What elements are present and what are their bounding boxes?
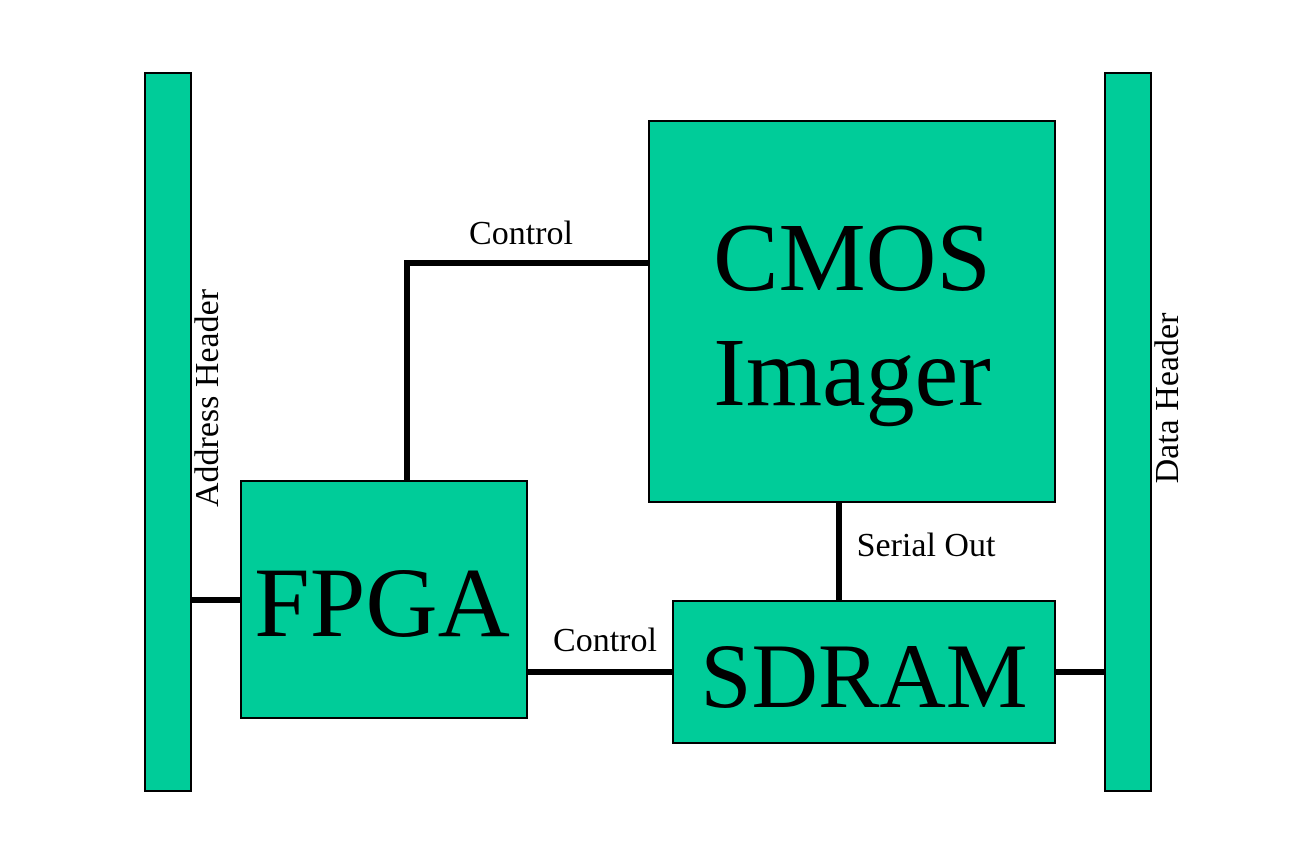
- serial-out-label: Serial Out: [857, 527, 996, 564]
- sdram-label: SDRAM: [700, 625, 1027, 727]
- fpga-label: FPGA: [254, 547, 510, 658]
- control-label-cmos: Control: [469, 215, 573, 252]
- address-header-label: Address Header: [189, 288, 226, 507]
- control-label-sdram: Control: [553, 622, 657, 659]
- imager-label: Imager: [713, 319, 991, 427]
- wire-fpga-cmos-control: [404, 260, 649, 481]
- address-header-block: [144, 72, 192, 792]
- fpga-block: [240, 480, 528, 719]
- cmos-label: CMOS: [713, 204, 991, 312]
- cmos-imager-block: [648, 120, 1056, 503]
- data-header-label: Data Header: [1149, 312, 1186, 484]
- data-header-block: [1104, 72, 1152, 792]
- sdram-block: [672, 600, 1056, 744]
